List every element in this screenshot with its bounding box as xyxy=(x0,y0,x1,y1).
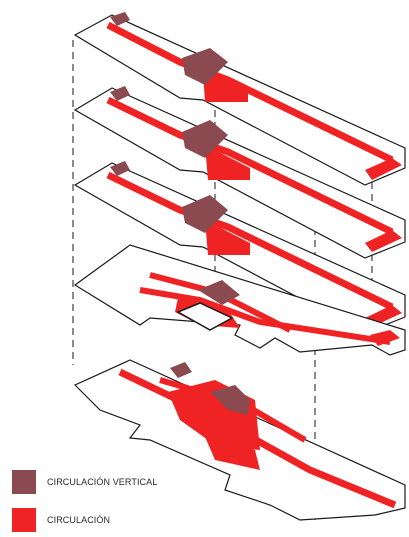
void-outline xyxy=(176,302,234,331)
vertical-circulation-core xyxy=(182,120,228,158)
legend-swatch-circulation xyxy=(12,508,36,532)
floor-level-5 xyxy=(73,359,406,521)
floor-level-3 xyxy=(73,161,406,334)
circulation-block-end xyxy=(365,230,402,252)
legend-swatch-vertical-circulation xyxy=(12,470,36,494)
vertical-circulation-core xyxy=(182,48,228,85)
circulation-block xyxy=(203,72,248,102)
vertical-circulation-top xyxy=(110,86,130,101)
vertical-circulation-top xyxy=(110,12,130,26)
legend-item-circulation: CIRCULACIÓN xyxy=(12,508,110,532)
floor-level-4 xyxy=(73,244,406,356)
legend-item-vertical-circulation: CIRCULACIÓN VERTICAL xyxy=(12,470,157,494)
circulation-block-end xyxy=(370,330,400,346)
legend-label-vertical-circulation: CIRCULACIÓN VERTICAL xyxy=(47,477,158,487)
circulation-block xyxy=(205,220,250,255)
circulation-block-end xyxy=(365,158,402,180)
floor-outline xyxy=(73,244,406,356)
floor-level-1 xyxy=(73,12,406,186)
circulation-block-lower xyxy=(200,425,260,470)
circulation-path xyxy=(139,287,391,345)
vertical-circulation-core xyxy=(198,280,240,305)
legend-label-circulation: CIRCULACIÓN xyxy=(47,515,111,525)
vertical-circulation-core xyxy=(210,385,250,415)
floor-level-2 xyxy=(73,86,406,259)
vertical-circulation-core xyxy=(182,195,228,233)
vertical-circulation-top xyxy=(110,161,130,176)
vertical-circulation-small xyxy=(170,362,192,378)
circulation-block xyxy=(205,145,250,180)
